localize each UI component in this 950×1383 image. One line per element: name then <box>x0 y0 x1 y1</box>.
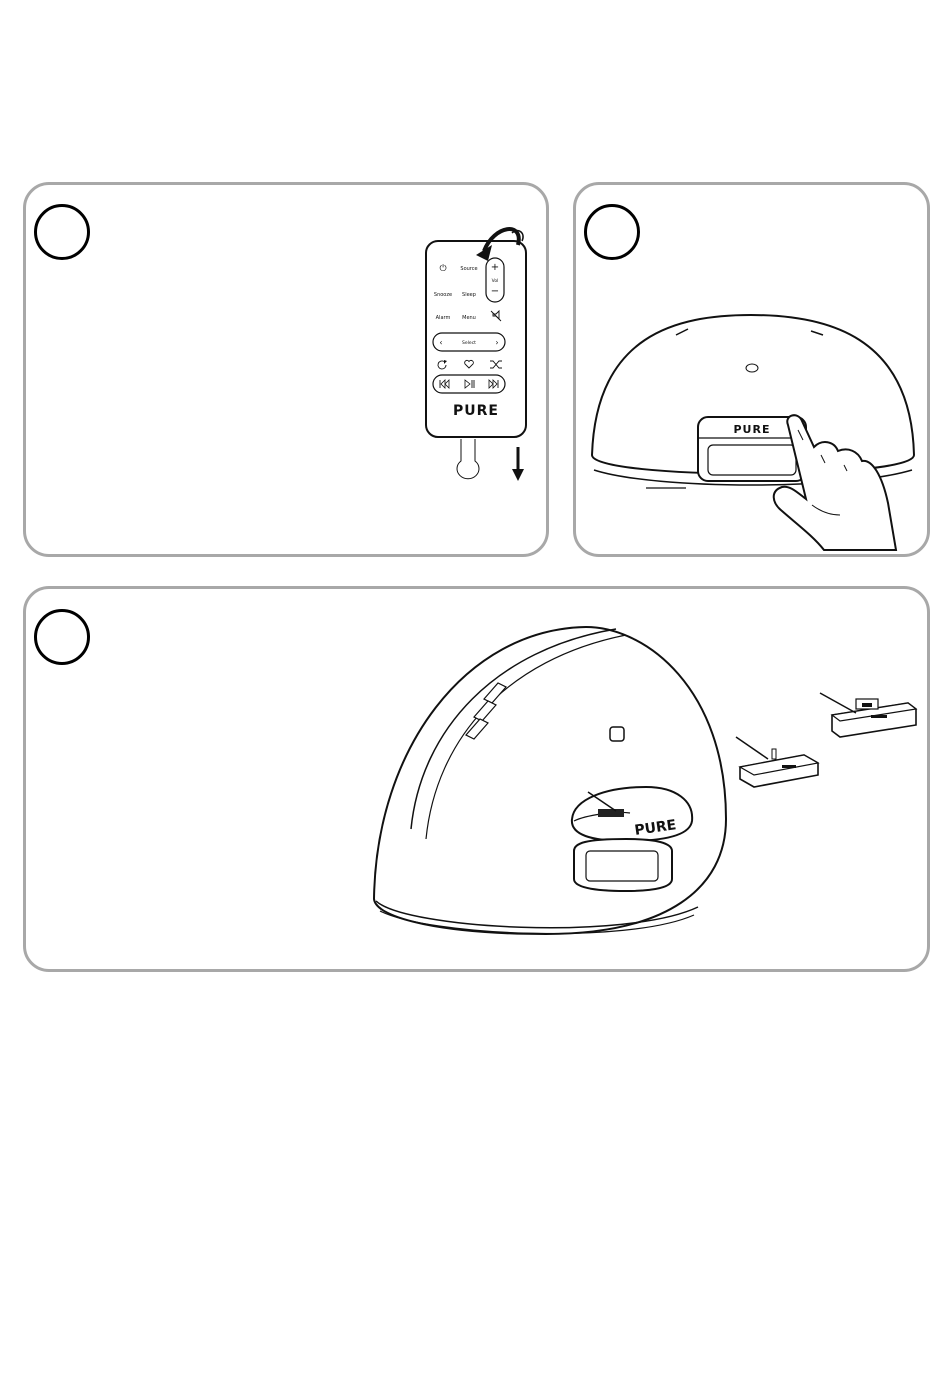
remote-select-label: Select <box>462 340 476 346</box>
svg-text:⏻: ⏻ <box>439 263 446 274</box>
svg-text:‹: ‹ <box>439 338 442 347</box>
device-front-illustration: PURE <box>576 185 931 557</box>
down-arrow-icon <box>512 447 524 481</box>
step-3-panel: PURE <box>23 586 930 972</box>
device-side-illustration: PURE <box>26 589 931 972</box>
remote-vol-label: Vol <box>492 278 499 284</box>
svg-text:−: − <box>491 286 499 297</box>
device-front-brand-logo: PURE <box>734 423 771 436</box>
remote-snooze-label: Snooze <box>434 292 452 298</box>
step-2-panel: PURE <box>573 182 930 557</box>
step-1-number-circle <box>34 204 90 260</box>
battery-pull-tab <box>457 439 479 479</box>
step-1-panel: ⏻ Source + Vol − Snooze Sleep Alarm Menu… <box>23 182 549 557</box>
remote-brand-logo: PURE <box>453 403 499 419</box>
remote-control-illustration: ⏻ Source + Vol − Snooze Sleep Alarm Menu… <box>414 215 554 485</box>
dock-adapter-large <box>820 693 916 737</box>
svg-text:›: › <box>495 338 498 347</box>
svg-text:+: + <box>491 262 499 273</box>
remote-sleep-label: Sleep <box>462 292 476 298</box>
remote-menu-label: Menu <box>462 315 476 321</box>
remote-source-label: Source <box>460 266 477 272</box>
dock-adapter-small <box>736 737 818 787</box>
remote-alarm-label: Alarm <box>436 315 451 321</box>
